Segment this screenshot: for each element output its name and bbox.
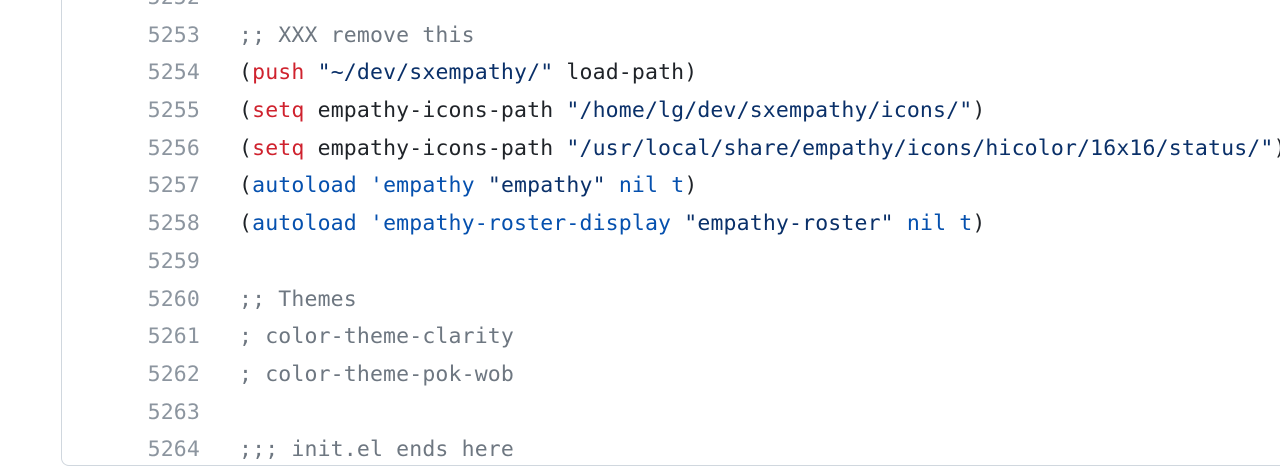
code-token-plain: ( — [239, 173, 253, 199]
code-token-comment: ;; XXX remove this — [239, 22, 475, 48]
line-number[interactable]: 5258 — [147, 211, 200, 237]
code-token-plain: ( — [239, 135, 253, 161]
code-token-comment: ;; Themes — [239, 286, 357, 312]
line-number[interactable]: 5263 — [147, 399, 200, 425]
code-token-plain: ) — [1273, 136, 1280, 161]
code-token-plain: ) — [684, 173, 698, 199]
code-token-plain — [357, 211, 370, 236]
line-number[interactable]: 5257 — [147, 173, 200, 199]
code-line-content: (setq empathy-icons-path "/home/lg/dev/s… — [239, 92, 985, 130]
code-token-keyword: setq — [252, 98, 305, 124]
code-token-string: "~/dev/sxempathy/" — [317, 60, 554, 86]
code-token-comment: ; color-theme-pok-wob — [239, 361, 514, 387]
code-token-plain — [305, 60, 318, 85]
code-token-comment: ; color-theme-clarity — [239, 324, 514, 350]
code-token-keyword: setq — [252, 135, 305, 161]
code-token-plain: ( — [239, 60, 253, 86]
code-line-content: ; color-theme-pok-wob — [239, 356, 514, 394]
code-token-plain — [894, 211, 907, 236]
code-token-string: "empathy" — [487, 173, 606, 199]
code-line-content: ;; Themes — [239, 281, 357, 319]
code-token-plain — [671, 211, 684, 236]
code-token-comment: ;;; init.el ends here — [239, 437, 514, 463]
code-line-content: (autoload 'empathy-roster-display "empat… — [239, 205, 986, 243]
line-number[interactable]: 5261 — [147, 324, 200, 350]
line-number[interactable]: 5254 — [147, 60, 200, 86]
code-token-plain: empathy-icons-path — [304, 98, 567, 124]
code-token-constant: autoload — [252, 211, 357, 237]
code-token-string: "empathy-roster" — [684, 211, 894, 237]
code-line-content: (autoload 'empathy "empathy" nil t) — [239, 167, 697, 205]
code-line-content: ;;; init.el ends here — [239, 431, 514, 469]
code-token-plain — [946, 211, 959, 236]
code-token-constant: 'empathy-roster-display — [369, 211, 672, 237]
code-token-plain: ( — [239, 98, 253, 124]
line-number[interactable]: 5259 — [147, 248, 200, 274]
line-number[interactable]: 5260 — [147, 286, 200, 312]
code-token-constant: t — [959, 211, 973, 237]
code-token-constant: nil — [906, 211, 947, 237]
line-number[interactable]: 5253 — [147, 22, 200, 48]
code-token-string: "/home/lg/dev/sxempathy/icons/" — [566, 98, 973, 124]
line-number[interactable]: 5262 — [147, 361, 200, 387]
code-token-plain — [606, 173, 619, 198]
line-number[interactable]: 5264 — [147, 437, 200, 463]
code-token-constant: 'empathy — [369, 173, 475, 199]
code-token-string: "/usr/local/share/empathy/icons/hicolor/… — [566, 135, 1274, 161]
line-number[interactable]: 5252 — [132, 0, 200, 17]
code-token-constant: autoload — [252, 173, 357, 199]
line-number[interactable]: 5255 — [147, 98, 200, 124]
code-token-plain: ) — [972, 98, 986, 124]
code-line-content: (setq empathy-icons-path "/usr/local/sha… — [239, 130, 1280, 168]
code-token-plain: empathy-icons-path — [304, 135, 567, 161]
code-token-plain: load-path) — [553, 60, 698, 86]
code-token-plain — [357, 173, 370, 198]
code-token-plain — [658, 173, 671, 198]
code-line-content: ; color-theme-clarity — [239, 318, 514, 356]
code-token-constant: nil — [618, 173, 659, 199]
code-token-plain: ( — [239, 211, 253, 237]
code-line-content: (push "~/dev/sxempathy/" load-path) — [239, 54, 697, 92]
code-token-constant: t — [671, 173, 685, 199]
code-token-plain: ) — [972, 211, 986, 237]
code-token-plain — [475, 173, 488, 198]
code-line-content: ;; XXX remove this — [239, 17, 475, 55]
line-number[interactable]: 5256 — [147, 135, 200, 161]
code-token-keyword: push — [252, 60, 305, 86]
